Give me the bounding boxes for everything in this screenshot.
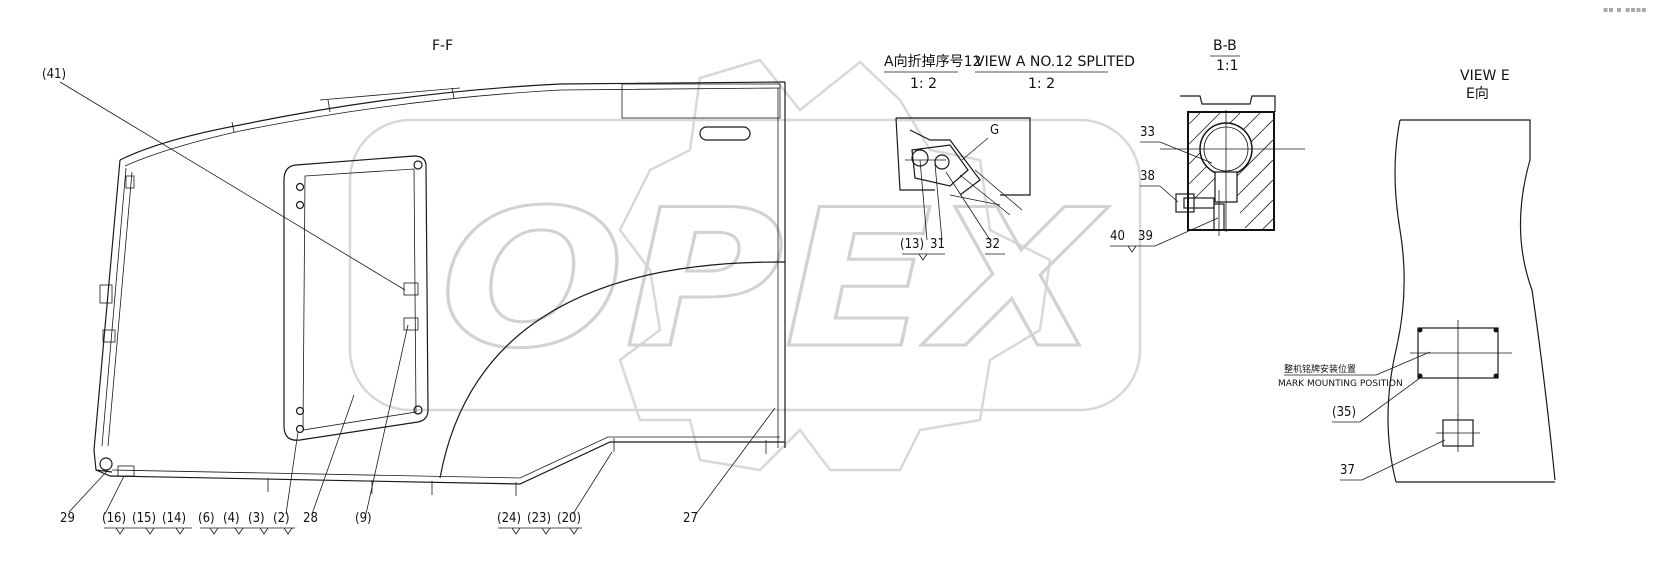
view-a-title-cn: A向折掉序号12 <box>884 54 981 70</box>
callout-40: 40 <box>1110 229 1125 244</box>
callout-14: (14) <box>162 511 186 526</box>
header-marks: ▪▪ ▪ ▪▪▪▪ <box>1603 5 1647 14</box>
callout-41: (41) <box>42 67 66 82</box>
view-e-title-en: VIEW E <box>1460 68 1510 84</box>
dots-icon: ▪▪▪▪ <box>1625 5 1647 14</box>
dots-icon: ▪▪ ▪ <box>1603 5 1622 14</box>
callout-39: 39 <box>1138 229 1153 244</box>
watermark-plate <box>348 118 1142 412</box>
view-bb-title: B-B <box>1213 38 1237 54</box>
view-bb-scale: 1:1 <box>1216 58 1239 74</box>
callout-20: (20) <box>557 511 581 526</box>
callout-33: 33 <box>1140 125 1155 140</box>
callout-9: (9) <box>355 511 372 526</box>
callout-2: (2) <box>273 511 290 526</box>
view-e-title-cn: E向 <box>1466 86 1489 102</box>
cab-front <box>93 159 121 473</box>
watermark: OPEX <box>348 58 1142 472</box>
callout-16: (16) <box>102 511 126 526</box>
callout-28: 28 <box>303 511 318 526</box>
callout-29: 29 <box>60 511 75 526</box>
callout-38: 38 <box>1140 169 1155 184</box>
mark-position-en: MARK MOUNTING POSITION <box>1278 379 1403 389</box>
view-e: VIEW E E向 整机铭牌安装位置 MARK MOUNTING POSITIO… <box>1278 68 1556 483</box>
callout-31: 31 <box>930 237 945 252</box>
callout-23: (23) <box>527 511 551 526</box>
view-a-title-en: VIEW A NO.12 SPLITED <box>975 54 1135 70</box>
watermark-text: OPEX <box>440 169 1110 390</box>
side-window-outer <box>283 155 429 441</box>
view-ff-title: F-F <box>432 38 453 54</box>
callout-27: 27 <box>683 511 698 526</box>
callout-6: (6) <box>198 511 215 526</box>
cab-roof <box>119 81 786 161</box>
view-a-scale-cn: 1: 2 <box>910 76 937 92</box>
callout-37: 37 <box>1340 463 1355 478</box>
callout-15: (15) <box>132 511 156 526</box>
callout-35: (35) <box>1332 405 1356 420</box>
mark-position-cn: 整机铭牌安装位置 <box>1284 363 1356 375</box>
callout-32: 32 <box>985 237 1000 252</box>
view-ff: F-F <box>42 38 786 535</box>
view-a-scale-en: 1: 2 <box>1028 76 1055 92</box>
callout-4: (4) <box>223 511 240 526</box>
view-a-label-g: G <box>990 123 999 138</box>
door-swing-arc <box>439 261 786 479</box>
handle-slot <box>699 126 751 141</box>
side-window-inner <box>302 168 417 431</box>
callout-3: (3) <box>248 511 265 526</box>
cab-floor <box>95 441 785 485</box>
hinge-circle <box>99 457 113 471</box>
view-bb: B-B 1:1 33 38 40 3 <box>1110 38 1305 253</box>
watermark-gear <box>618 58 1052 472</box>
bb-block <box>1187 111 1275 231</box>
callout-24: (24) <box>497 511 521 526</box>
view-a: A向折掉序号12 1: 2 VIEW A NO.12 SPLITED 1: 2 … <box>884 54 1135 261</box>
callout-13: (13) <box>900 237 924 252</box>
